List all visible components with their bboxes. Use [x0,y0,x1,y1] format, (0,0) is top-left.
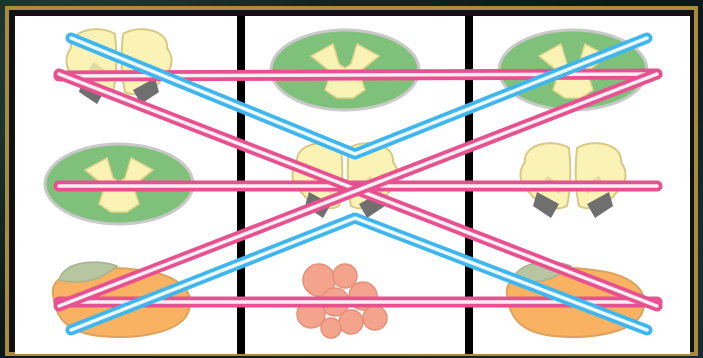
reel-board [15,16,690,354]
